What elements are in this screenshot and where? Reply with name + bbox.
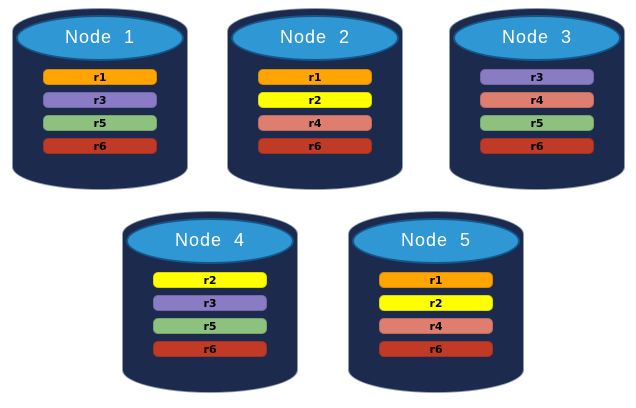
- cylinder-cap: Node 2: [231, 15, 399, 61]
- node-title: Node 4: [174, 229, 246, 250]
- replica-list: r1 r2 r4 r6: [348, 272, 524, 357]
- replica-bar: r4: [480, 92, 594, 108]
- replica-label: r5: [93, 116, 107, 130]
- replica-label: r1: [308, 70, 322, 84]
- replica-bar: r2: [153, 272, 267, 288]
- cylinder-cap: Node 5: [352, 218, 520, 264]
- replica-bar: r1: [379, 272, 493, 288]
- cylinder-cap: Node 4: [126, 218, 294, 264]
- replica-bar: r5: [43, 115, 157, 131]
- replica-bar: r6: [379, 341, 493, 357]
- replica-label: r2: [429, 296, 443, 310]
- replica-bar: r2: [258, 92, 372, 108]
- replica-label: r4: [308, 116, 322, 130]
- node-title: Node 5: [400, 229, 472, 250]
- replica-label: r6: [308, 139, 322, 153]
- replica-bar: r6: [153, 341, 267, 357]
- replica-bar: r6: [258, 138, 372, 154]
- replica-label: r4: [530, 93, 544, 107]
- replica-bar: r4: [258, 115, 372, 131]
- replica-bar: r3: [480, 69, 594, 85]
- replica-label: r2: [308, 93, 322, 107]
- replica-label: r6: [93, 139, 107, 153]
- node-cylinder-3: Node 3 r3 r4 r5 r6: [449, 8, 625, 190]
- replica-label: r6: [203, 342, 217, 356]
- node-cylinder-2: Node 2 r1 r2 r4 r6: [227, 8, 403, 190]
- replica-list: r2 r3 r5 r6: [122, 272, 298, 357]
- replica-bar: r4: [379, 318, 493, 334]
- replica-list: r3 r4 r5 r6: [449, 69, 625, 154]
- cylinder-cap: Node 1: [16, 15, 184, 61]
- replica-bar: r1: [43, 69, 157, 85]
- replica-bar: r2: [379, 295, 493, 311]
- replica-bar: r6: [480, 138, 594, 154]
- replica-list: r1 r3 r5 r6: [12, 69, 188, 154]
- node-title: Node 1: [64, 26, 136, 47]
- replica-label: r1: [93, 70, 107, 84]
- replica-label: r3: [93, 93, 107, 107]
- replica-label: r1: [429, 273, 443, 287]
- node-title: Node 3: [501, 26, 573, 47]
- replica-bar: r1: [258, 69, 372, 85]
- replica-label: r6: [530, 139, 544, 153]
- node-cylinder-1: Node 1 r1 r3 r5 r6: [12, 8, 188, 190]
- cylinder-body: [449, 31, 625, 190]
- node-cylinder-5: Node 5 r1 r2 r4 r6: [348, 211, 524, 393]
- replica-bar: r3: [43, 92, 157, 108]
- replica-label: r2: [203, 273, 217, 287]
- replica-label: r6: [429, 342, 443, 356]
- replica-bar: r5: [153, 318, 267, 334]
- replica-label: r4: [429, 319, 443, 333]
- cylinder-cap: Node 3: [453, 15, 621, 61]
- replica-bar: r5: [480, 115, 594, 131]
- replica-label: r3: [203, 296, 217, 310]
- node-cylinder-4: Node 4 r2 r3 r5 r6: [122, 211, 298, 393]
- replica-list: r1 r2 r4 r6: [227, 69, 403, 154]
- replica-label: r5: [530, 116, 544, 130]
- replica-bar: r3: [153, 295, 267, 311]
- node-title: Node 2: [279, 26, 351, 47]
- replica-label: r5: [203, 319, 217, 333]
- replica-bar: r6: [43, 138, 157, 154]
- replica-label: r3: [530, 70, 544, 84]
